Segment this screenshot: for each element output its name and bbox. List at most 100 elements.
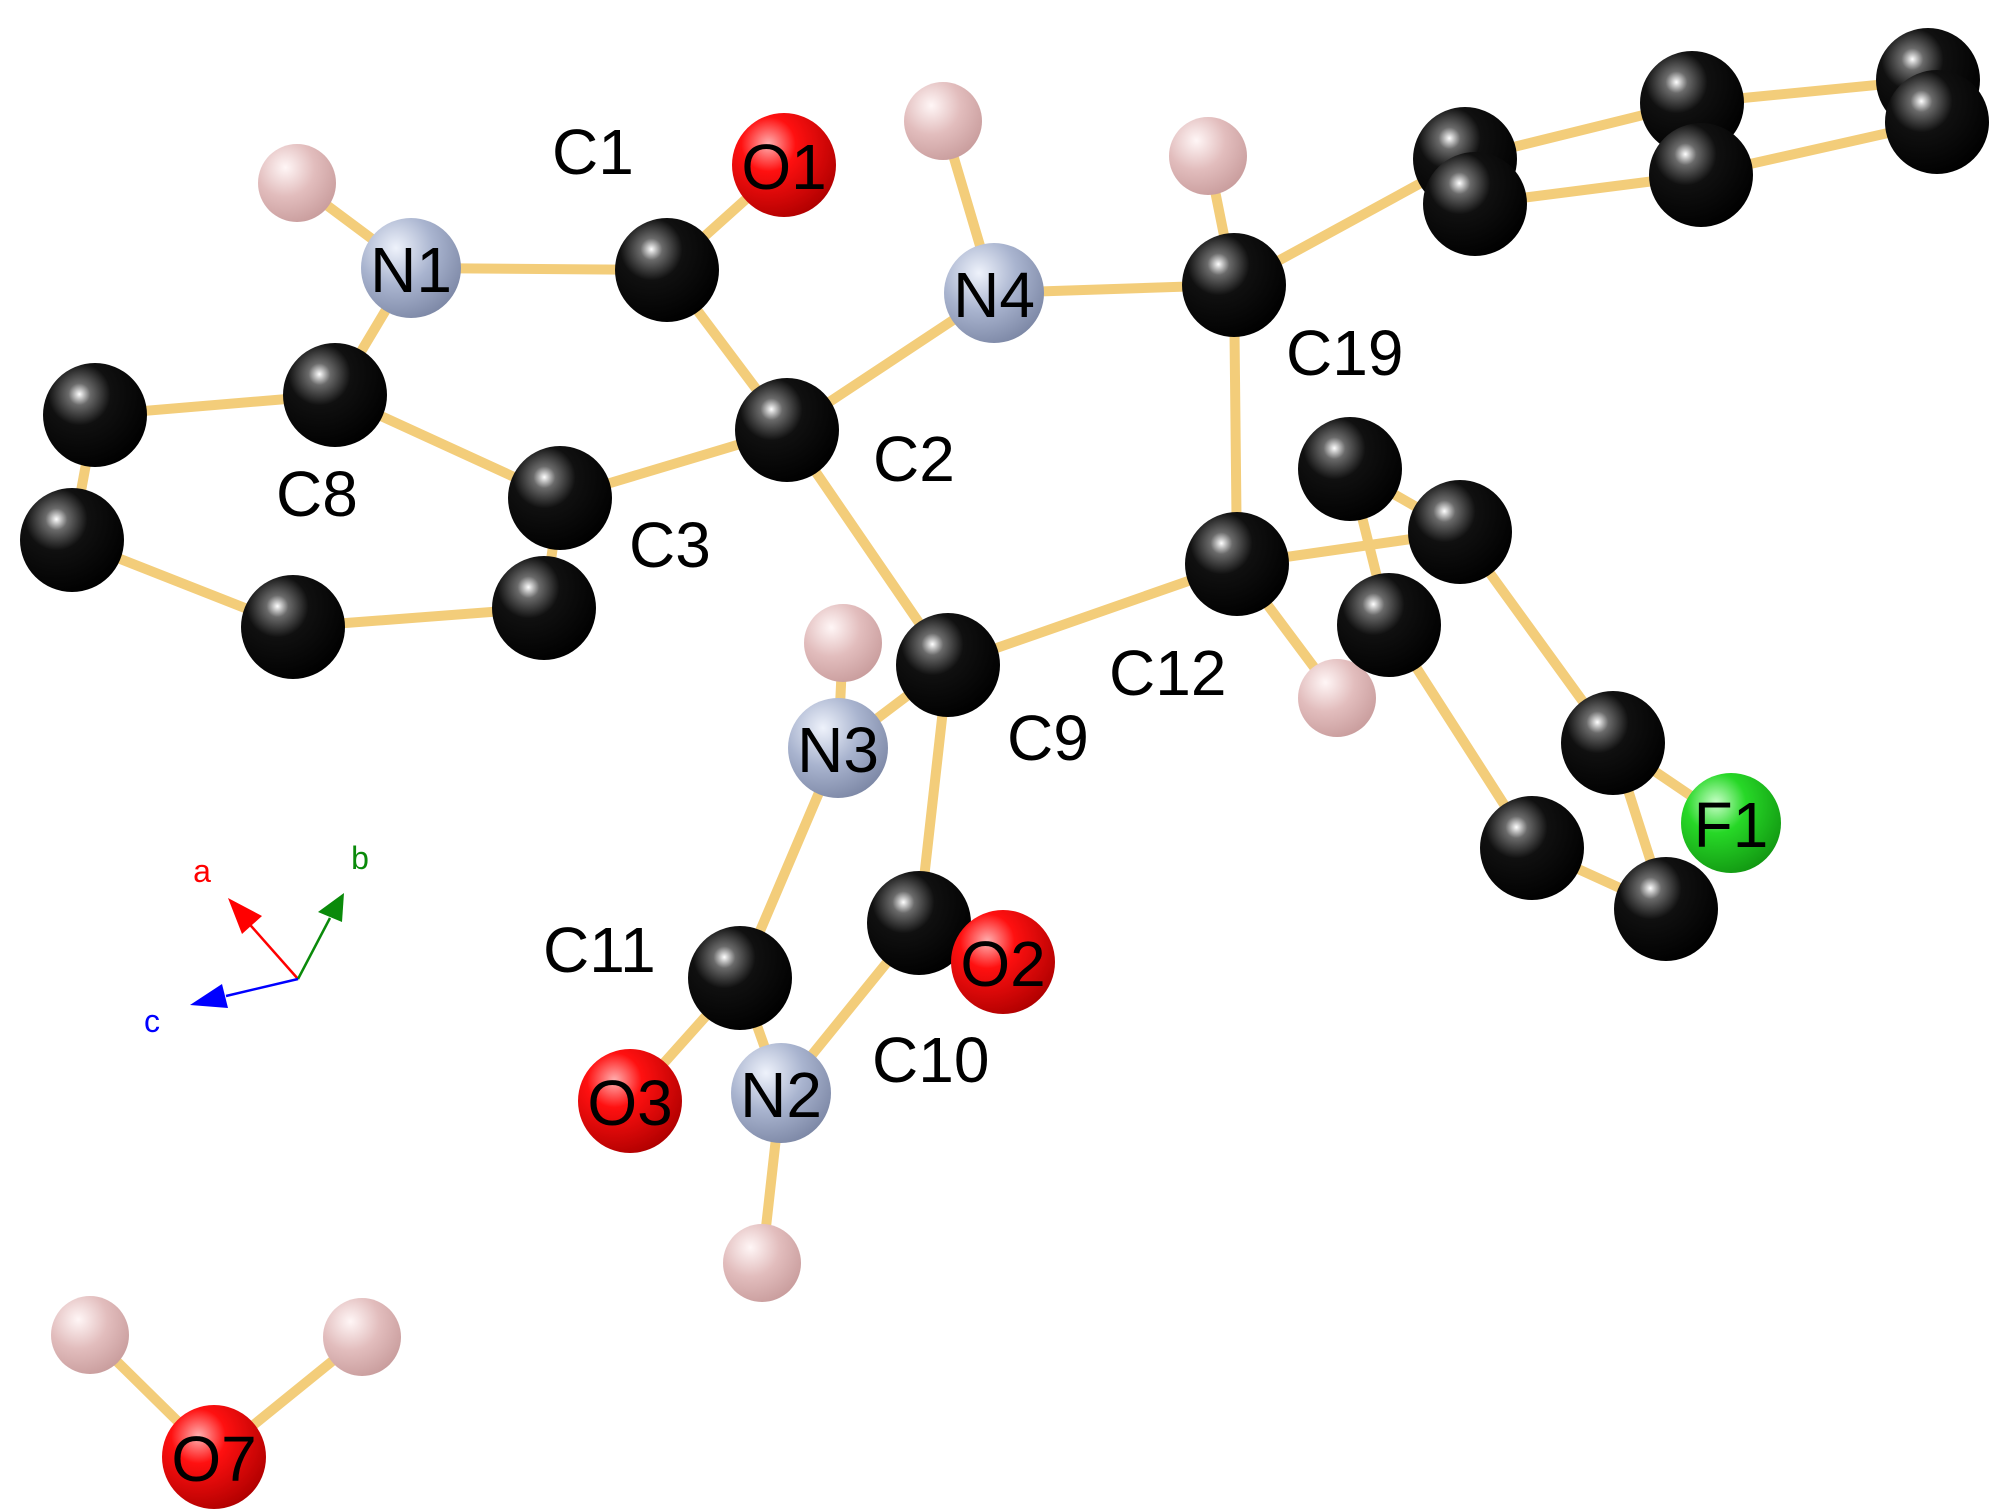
atom-label-o3: O3 — [587, 1067, 672, 1139]
atom-label-f1: F1 — [1694, 789, 1769, 861]
atom-sphere-fp4 — [1561, 691, 1665, 795]
atom-sphere-ph6 — [1885, 70, 1989, 174]
axis-indicator: a b c — [144, 840, 369, 1039]
atom-sphere-o2 — [951, 910, 1055, 1014]
atom-sphere-c11 — [688, 926, 792, 1030]
carbon-label-c2: C2 — [873, 423, 955, 495]
atom-label-n3: N3 — [797, 714, 879, 786]
carbon-label-c19: C19 — [1286, 317, 1403, 389]
atom-f1: F1 — [1681, 773, 1781, 873]
atom-h_n4 — [904, 82, 982, 160]
atom-sphere-h_c12 — [1298, 659, 1376, 737]
atom-sphere-c2 — [735, 378, 839, 482]
atom-sphere-o3 — [578, 1049, 682, 1153]
atom-h_c19 — [1169, 117, 1247, 195]
atom-n2: N2 — [731, 1043, 831, 1143]
atom-c3 — [508, 446, 612, 550]
atom-sphere-ph2 — [1423, 152, 1527, 256]
axis-a-arrowhead — [228, 898, 262, 934]
atom-h_c12 — [1298, 659, 1376, 737]
atom-sphere-h_c19 — [1169, 117, 1247, 195]
atom-c10 — [867, 871, 971, 975]
atom-sphere-c4 — [43, 363, 147, 467]
atom-c7 — [492, 556, 596, 660]
atom-label-o7: O7 — [171, 1423, 256, 1495]
atom-sphere-ph4 — [1649, 123, 1753, 227]
axis-c-arrowhead — [190, 984, 228, 1008]
carbon-label-c1: C1 — [552, 116, 634, 188]
atom-c8 — [283, 343, 387, 447]
atom-sphere-h_o7a — [51, 1296, 129, 1374]
atom-fp3 — [1337, 573, 1441, 677]
axis-b-label: b — [351, 840, 369, 876]
atom-n1: N1 — [361, 218, 461, 318]
atom-sphere-fp1 — [1298, 417, 1402, 521]
carbon-label-c3: C3 — [629, 509, 711, 581]
atom-o2: O2 — [951, 910, 1055, 1014]
atom-sphere-f1 — [1681, 773, 1781, 873]
atom-sphere-c5 — [20, 488, 124, 592]
atom-sphere-n4 — [944, 243, 1044, 343]
atom-sphere-c19 — [1182, 233, 1286, 337]
carbon-label-c9: C9 — [1007, 702, 1089, 774]
axis-a-line — [243, 917, 299, 980]
atom-sphere-fp2 — [1408, 480, 1512, 584]
atom-c12 — [1185, 512, 1289, 616]
atom-sphere-fp5 — [1480, 796, 1584, 900]
atom-sphere-h_n4 — [904, 82, 982, 160]
atom-sphere-fp6 — [1614, 857, 1718, 961]
atom-ph4 — [1649, 123, 1753, 227]
carbon-label-c11: C11 — [543, 914, 656, 986]
atom-c1 — [615, 218, 719, 322]
atom-o3: O3 — [578, 1049, 682, 1153]
atom-sphere-h_n3 — [804, 604, 882, 682]
atom-sphere-h_o7b — [323, 1298, 401, 1376]
atom-h_o7b — [323, 1298, 401, 1376]
atom-sphere-o7 — [162, 1405, 266, 1509]
atom-fp6 — [1614, 857, 1718, 961]
atom-c11 — [688, 926, 792, 1030]
axis-a-label: a — [193, 853, 211, 889]
axis-c-line — [225, 977, 299, 998]
atom-o1: O1 — [732, 113, 836, 217]
atom-sphere-o1 — [732, 113, 836, 217]
atom-fp4 — [1561, 691, 1665, 795]
atom-n3: N3 — [788, 698, 888, 798]
carbon-label-c8: C8 — [276, 458, 358, 530]
atom-sphere-n3 — [788, 698, 888, 798]
atom-c19 — [1182, 233, 1286, 337]
atom-h_n3 — [804, 604, 882, 682]
atom-sphere-n1 — [361, 218, 461, 318]
atom-sphere-n2 — [731, 1043, 831, 1143]
atom-fp2 — [1408, 480, 1512, 584]
atom-c6 — [241, 575, 345, 679]
atom-c2 — [735, 378, 839, 482]
atom-c5 — [20, 488, 124, 592]
atom-sphere-c9 — [896, 613, 1000, 717]
atom-sphere-c7 — [492, 556, 596, 660]
atom-n4: N4 — [944, 243, 1044, 343]
atom-sphere-c6 — [241, 575, 345, 679]
axis-c-label: c — [144, 1003, 160, 1039]
atom-fp5 — [1480, 796, 1584, 900]
atom-h_n2 — [723, 1224, 801, 1302]
atom-fp1 — [1298, 417, 1402, 521]
atom-c9 — [896, 613, 1000, 717]
atom-sphere-c8 — [283, 343, 387, 447]
atom-sphere-c1 — [615, 218, 719, 322]
atom-h_n1 — [258, 144, 336, 222]
atom-h_o7a — [51, 1296, 129, 1374]
atom-sphere-h_n1 — [258, 144, 336, 222]
atom-o7: O7 — [162, 1405, 266, 1509]
axis-b-line — [296, 917, 332, 980]
atom-c4 — [43, 363, 147, 467]
atom-ph6 — [1885, 70, 1989, 174]
axis-b-arrowhead — [318, 893, 344, 922]
atom-label-n2: N2 — [740, 1059, 822, 1131]
atom-sphere-c10 — [867, 871, 971, 975]
atom-sphere-h_n2 — [723, 1224, 801, 1302]
atom-label-o1: O1 — [741, 131, 826, 203]
